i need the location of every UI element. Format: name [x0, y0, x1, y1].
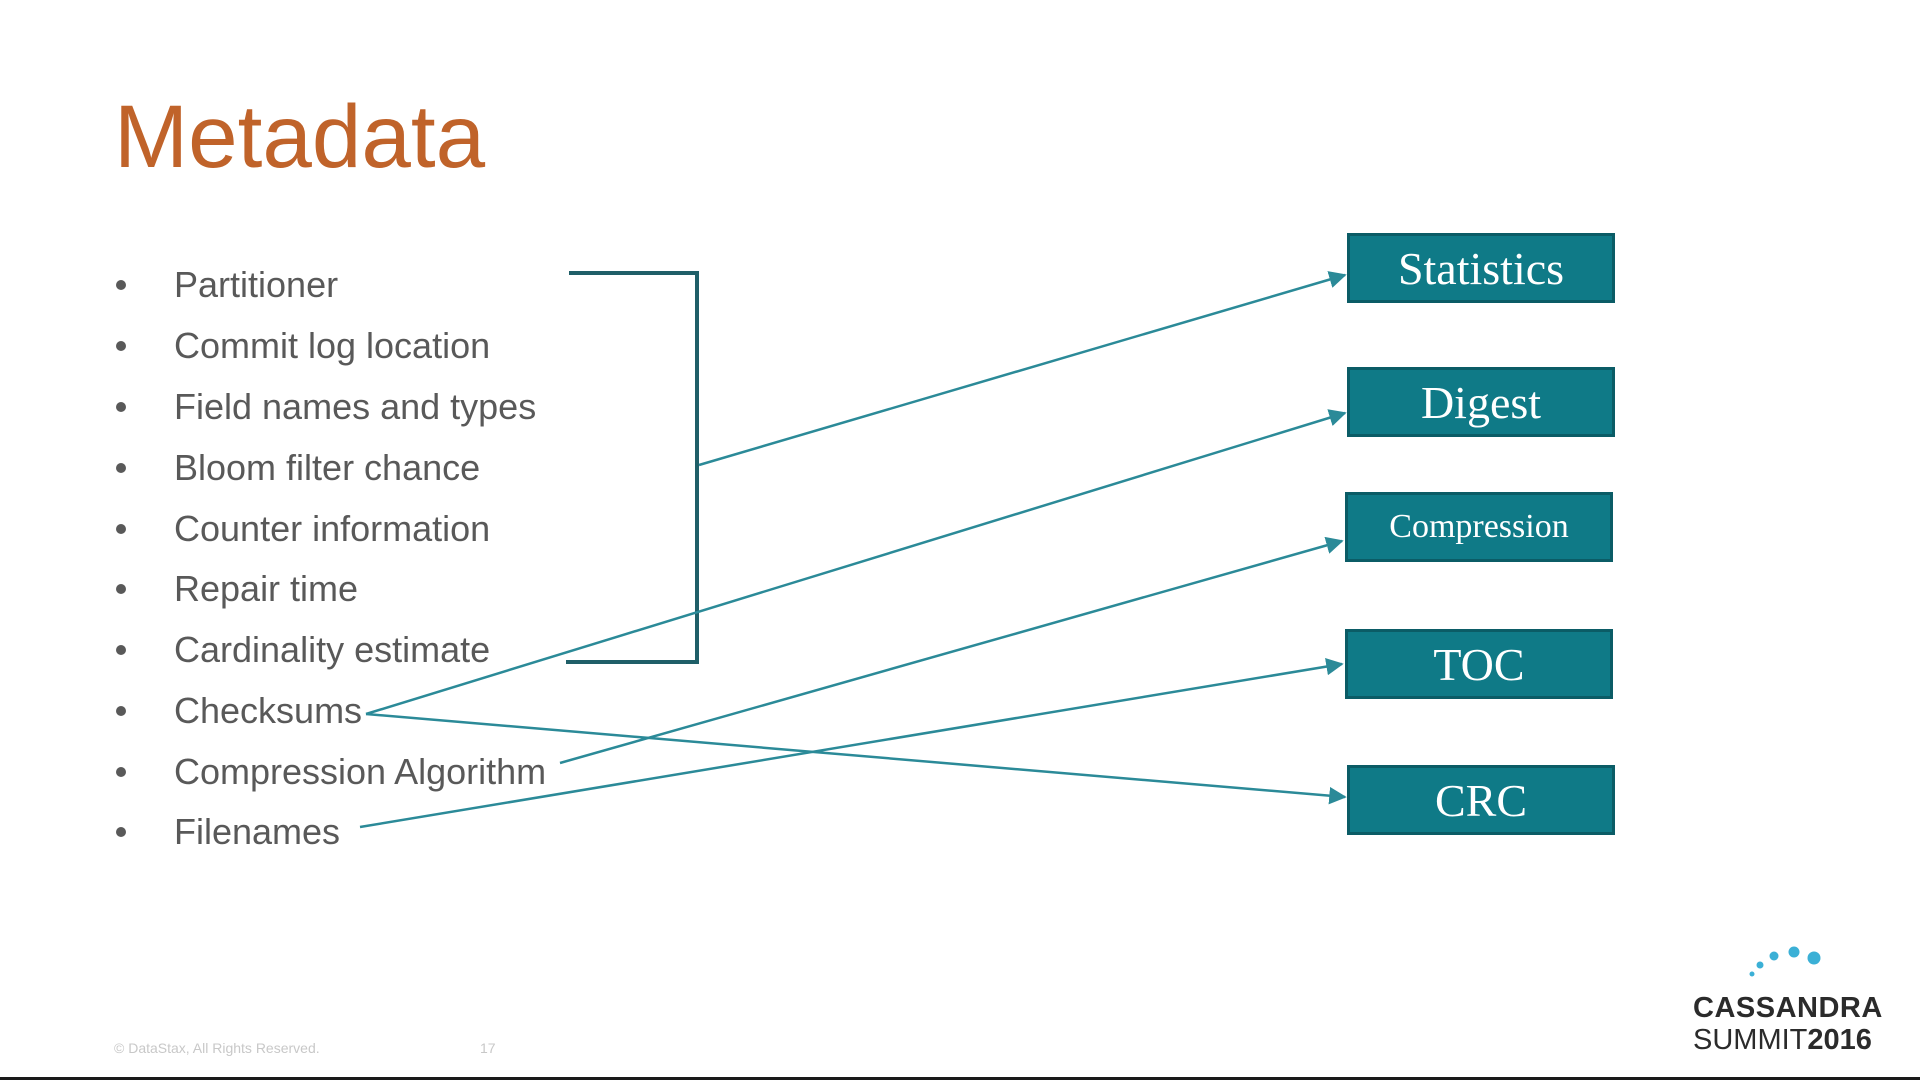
crc-box: CRC: [1347, 765, 1615, 835]
cassandra-summit-logo: CASSANDRA SUMMIT2016: [1690, 938, 1890, 1058]
logo-summit-text: SUMMIT2016: [1693, 1024, 1872, 1056]
bottom-rule: [0, 1077, 1920, 1080]
bracket-line: [566, 271, 699, 664]
compression-box: Compression: [1345, 492, 1613, 562]
arrow-compression-algorithm-to-compression: [559, 536, 1344, 765]
copyright-footer: © DataStax, All Rights Reserved.: [114, 1040, 320, 1056]
toc-label: TOC: [1433, 638, 1525, 690]
crc-label: CRC: [1434, 774, 1528, 826]
arrow-filenames-to-toc: [359, 657, 1344, 829]
logo-summit-word: SUMMIT: [1693, 1024, 1808, 1056]
toc-box: TOC: [1345, 629, 1613, 699]
slide-title: Metadata: [114, 86, 486, 186]
arrow-checksums-to-crc: [365, 712, 1347, 805]
statistics-box: Statistics: [1347, 233, 1615, 303]
cassandra-dots-icon: [1749, 946, 1821, 977]
compression-label: Compression: [1389, 508, 1569, 545]
logo-summit-year: 2016: [1807, 1024, 1872, 1056]
arrow-checksums-to-digest: [365, 409, 1347, 716]
arrow-to-statistics: [698, 271, 1347, 467]
statistics-label: Statistics: [1397, 242, 1565, 294]
page-number: 17: [480, 1040, 496, 1056]
logo-cassandra-text: CASSANDRA: [1693, 992, 1883, 1024]
digest-label: Digest: [1420, 376, 1542, 428]
digest-box: Digest: [1347, 367, 1615, 437]
